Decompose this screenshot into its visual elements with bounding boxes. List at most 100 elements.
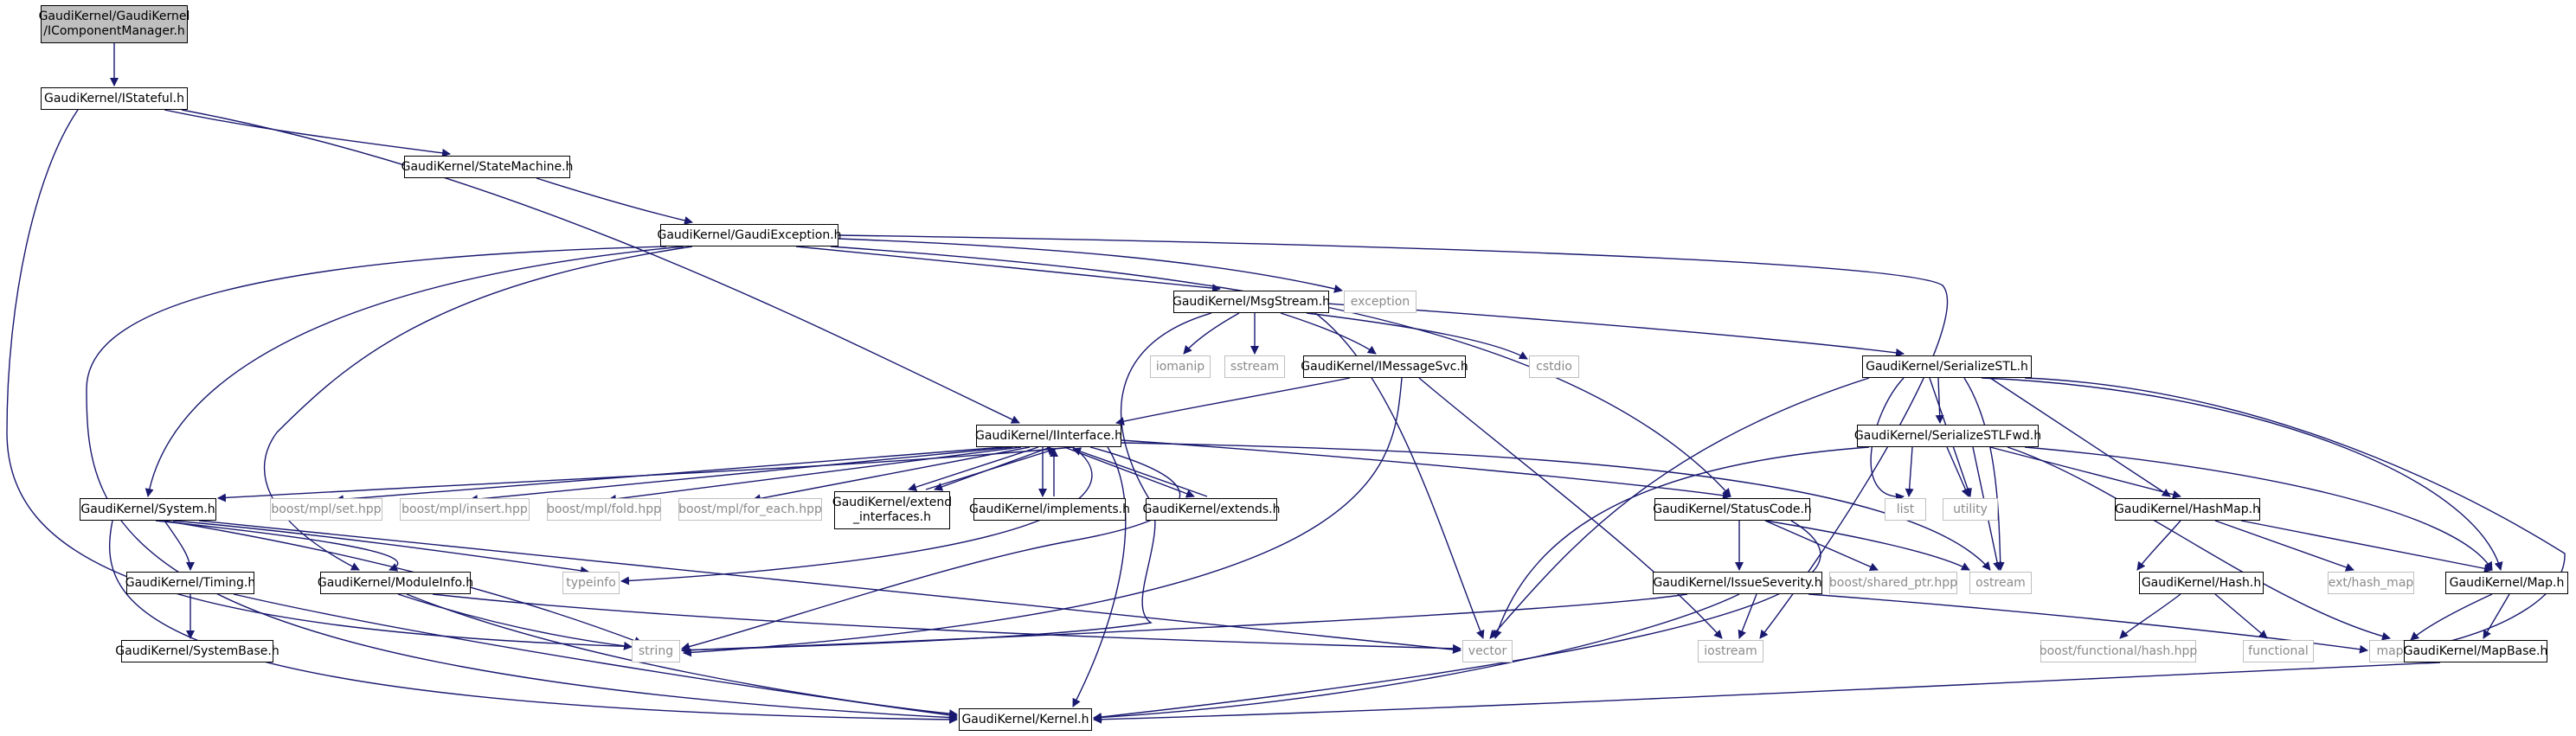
- include-edge: [397, 593, 633, 650]
- node-iomanip: iomanip: [1150, 355, 1211, 378]
- include-edge: [838, 238, 1343, 293]
- node-hash-h[interactable]: GaudiKernel/Hash.h: [2139, 572, 2264, 594]
- include-edge: [145, 246, 684, 497]
- node-gaudiexception-h[interactable]: GaudiKernel/GaudiException.h: [657, 224, 842, 246]
- include-edge: [1121, 442, 1991, 571]
- include-edge: [86, 246, 958, 722]
- include-edge: [1494, 446, 1870, 639]
- node-boost-mpl-for-each-hpp: boost/mpl/for_each.hpp: [678, 498, 822, 521]
- include-edge: [406, 593, 958, 719]
- node-timing-h[interactable]: GaudiKernel/Timing.h: [125, 572, 255, 594]
- node-iostream: iostream: [1698, 640, 1763, 662]
- include-edge: [681, 312, 1212, 655]
- include-edge: [1306, 312, 1528, 360]
- node-issueseverity-h[interactable]: GaudiKernel/IssueSeverity.h: [1653, 572, 1822, 594]
- node-vector: vector: [1462, 640, 1513, 662]
- node-implements-h[interactable]: GaudiKernel/implements.h: [969, 498, 1130, 521]
- node-iinterface-h[interactable]: GaudiKernel/IInterface.h: [975, 425, 1122, 447]
- include-edge: [2214, 520, 2354, 572]
- include-edge: [155, 520, 399, 572]
- node-serializestlfwd-h[interactable]: GaudiKernel/SerializeSTLFwd.h: [1854, 425, 2041, 447]
- include-edge: [469, 446, 1013, 504]
- include-edge: [752, 446, 1031, 503]
- include-edge: [1418, 377, 1723, 639]
- node-icomponentmanager-h[interactable]: GaudiKernel/GaudiKernel /IComponentManag…: [39, 5, 190, 43]
- include-edge: [2007, 446, 2391, 641]
- node-imessagesvc-h[interactable]: GaudiKernel/IMessageSvc.h: [1301, 355, 1468, 378]
- include-edge: [164, 109, 451, 157]
- include-edge: [217, 446, 1074, 502]
- node-extend-interfaces-h[interactable]: GaudiKernel/extend _interfaces.h: [832, 491, 952, 529]
- include-edge: [1314, 312, 1485, 639]
- include-edge: [1870, 377, 1905, 502]
- include-edge: [181, 109, 1020, 424]
- include-edge: [1489, 377, 1870, 639]
- include-edge: [1115, 377, 1351, 426]
- include-edge: [1072, 446, 1127, 707]
- include-edge: [1314, 302, 1905, 357]
- node-statemachine-h[interactable]: GaudiKernel/StateMachine.h: [401, 156, 573, 178]
- include-edge: [109, 520, 958, 724]
- include-edge: [6, 109, 643, 651]
- node-extends-h[interactable]: GaudiKernel/extends.h: [1143, 498, 1280, 521]
- include-edge: [925, 446, 1057, 490]
- include-edge: [1121, 439, 1731, 500]
- include-edge: [2483, 593, 2510, 639]
- include-edge: [1989, 446, 2181, 499]
- include-edge: [1963, 377, 2005, 571]
- include-edge: [1764, 520, 1879, 571]
- include-edge: [683, 377, 1403, 657]
- include-edge: [536, 177, 693, 225]
- include-edge: [2136, 520, 2181, 571]
- include-edge: [2119, 593, 2181, 639]
- include-edge: [1989, 377, 2171, 497]
- node-utility: utility: [1943, 498, 1998, 521]
- node-boost-functional-hash-hpp: boost/functional/hash.hpp: [2040, 640, 2197, 662]
- include-edge: [432, 593, 1461, 653]
- include-edge: [1764, 520, 1970, 571]
- node-boost-mpl-set-hpp: boost/mpl/set.hpp: [270, 498, 382, 521]
- include-edge: [681, 593, 1688, 655]
- include-edge: [172, 520, 589, 575]
- include-edge: [164, 520, 195, 571]
- include-edge: [1183, 312, 1240, 355]
- node-systembase-h[interactable]: GaudiKernel/SystemBase.h: [115, 640, 279, 662]
- node-boost-mpl-insert-hpp: boost/mpl/insert.hpp: [400, 498, 530, 521]
- node-istateful-h[interactable]: GaudiKernel/IStateful.h: [41, 87, 188, 110]
- include-edge: [908, 446, 1039, 491]
- node-list: list: [1885, 498, 1926, 521]
- node-mapbase-h[interactable]: GaudiKernel/MapBase.h: [2404, 640, 2547, 662]
- include-edge: [2410, 593, 2493, 641]
- node-functional: functional: [2243, 640, 2314, 662]
- include-edge: [1946, 446, 1969, 497]
- node-sstream: sstream: [1224, 355, 1285, 378]
- node-statuscode-h[interactable]: GaudiKernel/StatusCode.h: [1653, 498, 1812, 521]
- include-edge: [1072, 447, 1208, 497]
- include-edge: [1981, 377, 2503, 571]
- node-hashmap-h[interactable]: GaudiKernel/HashMap.h: [2115, 498, 2260, 521]
- include-edge: [607, 446, 1022, 503]
- include-edge: [233, 593, 958, 720]
- node-map-h[interactable]: GaudiKernel/Map.h: [2445, 572, 2568, 594]
- node-system-h[interactable]: GaudiKernel/System.h: [80, 498, 216, 521]
- node-serializestl-h[interactable]: GaudiKernel/SerializeSTL.h: [1862, 355, 2032, 378]
- node-moduleinfo-h[interactable]: GaudiKernel/ModuleInfo.h: [318, 572, 473, 594]
- include-edge: [1280, 312, 1377, 355]
- node-boost-mpl-fold-hpp: boost/mpl/fold.hpp: [547, 498, 661, 521]
- include-edge: [2024, 446, 2493, 571]
- include-edge: [2214, 593, 2268, 639]
- include-edge: [2240, 520, 2493, 573]
- node-ext-hash-map: ext/hash_map: [2328, 572, 2414, 594]
- include-edge: [1093, 662, 2441, 724]
- include-edge: [263, 246, 693, 571]
- include-edge: [1808, 593, 2368, 654]
- node-kernel-h[interactable]: GaudiKernel/Kernel.h: [959, 708, 1092, 731]
- include-edge: [1935, 377, 1944, 424]
- include-edge: [335, 446, 1005, 504]
- node-exception: exception: [1344, 291, 1416, 313]
- include-edge: [1738, 593, 1757, 639]
- node-boost-shared-ptr-hpp: boost/shared_ptr.hpp: [1829, 572, 1957, 594]
- include-edge: [1093, 520, 1821, 721]
- node-msgstream-h[interactable]: GaudiKernel/MsgStream.h: [1172, 291, 1330, 313]
